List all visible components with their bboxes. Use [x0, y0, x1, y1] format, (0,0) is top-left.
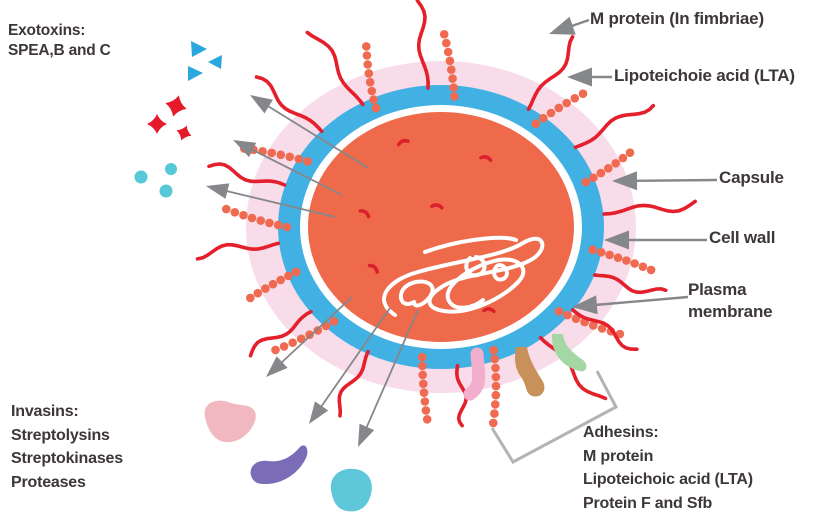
lta-chain-icon [222, 204, 292, 232]
adhesins-bracket [490, 370, 619, 464]
exotoxin-star-icons [147, 95, 192, 141]
invasins-item: Proteases [11, 473, 86, 491]
lta-chain-icon [588, 245, 656, 275]
adhesins-title: Adhesins: [583, 424, 659, 441]
lta-chain-icon [439, 30, 459, 101]
granule-icon [358, 209, 371, 219]
arrow-to-invasins [309, 307, 391, 424]
lta-chain-icon [417, 352, 432, 424]
exotoxins-subtitle: SPEA,B and C [8, 42, 111, 59]
invasins-item: Streptolysins [11, 426, 110, 444]
capsule-arrow [612, 171, 718, 191]
lta-arrow [567, 67, 612, 87]
fimbria-icon [415, 0, 430, 90]
plasma-membrane-arrow [572, 295, 689, 315]
adhesin-structures [463, 334, 587, 401]
exotoxin-star-icon [165, 95, 187, 117]
fimbria-icon [207, 162, 287, 187]
granule-icon [396, 138, 410, 147]
fimbria-icon [602, 199, 697, 216]
lta-chain-icon [271, 317, 339, 355]
lta-chain-icon [531, 89, 588, 128]
cytoplasm-granules [358, 138, 496, 314]
lta-chain-icon [581, 148, 635, 187]
fimbria-icon [571, 308, 639, 351]
lipoteichoic-acid-layer [222, 30, 656, 428]
adhesin-hook-icon [463, 347, 486, 401]
exotoxins-title: Exotoxins: [8, 22, 86, 39]
exotoxin-triangle-icon [208, 55, 222, 69]
arrow-to-exotoxins [206, 183, 336, 218]
adhesin-funnel-icon [551, 334, 587, 372]
exotoxin-star-icon [147, 114, 167, 134]
invasin-blobs [204, 400, 372, 512]
invasins-item: Streptokinases [11, 450, 123, 467]
bacterium-cell [246, 61, 636, 393]
invasins-label-block: Invasins: Streptolysins Streptokinases P… [11, 400, 123, 494]
plasma-membrane-line1: Plasma [688, 280, 747, 299]
exotoxin-granule-icon [134, 170, 148, 184]
bacterium-cytoplasm [308, 112, 574, 342]
exotoxin-triangle-icon [188, 66, 203, 81]
cell-wall-label: Cell wall [709, 228, 776, 247]
exotoxin-granule-icon [165, 163, 177, 175]
fimbria-icon [305, 30, 365, 107]
arrow-to-exotoxins [233, 140, 343, 196]
adhesins-item: Protein F and Sfb [583, 494, 713, 512]
granule-icon [479, 155, 493, 163]
arrow-to-exotoxins [250, 95, 369, 169]
granule-icon [430, 203, 444, 210]
fimbria-icon [573, 103, 656, 150]
adhesins-item: M protein [583, 447, 654, 465]
lta-chain-icon [362, 42, 381, 113]
m-protein-fimbriae-layer [195, 0, 697, 428]
capsule-label: Capsule [719, 168, 784, 187]
lta-label: Lipoteichoie acid (LTA) [614, 66, 795, 85]
fimbria-icon [538, 336, 608, 401]
exotoxin-triangle-icon [191, 41, 207, 57]
fimbria-icon [593, 273, 668, 295]
invasins-title: Invasins: [11, 403, 79, 420]
cell-wall-arrow [604, 230, 707, 250]
invasin-blob-cyan-icon [330, 468, 372, 512]
adhesin-club-icon [515, 347, 545, 397]
label-arrows [549, 16, 718, 315]
lta-chain-icon [489, 345, 501, 428]
arrow-to-invasins [266, 296, 353, 377]
pointer-arrows [206, 95, 419, 447]
plasma-membrane-line2: membrane [688, 302, 773, 321]
invasin-blob-purple-icon [250, 445, 308, 484]
exotoxin-granule-icon [159, 184, 173, 198]
exotoxin-star-icon [176, 125, 192, 141]
arrow-to-invasins [358, 309, 419, 447]
fimbria-icon [254, 75, 324, 134]
granule-icon [482, 307, 496, 314]
nucleoid-dna-icon [382, 235, 545, 317]
fimbria-icon [248, 309, 313, 358]
lta-chain-icon [246, 267, 301, 303]
granule-icon [367, 263, 379, 274]
fimbria-icon [526, 35, 575, 111]
adhesins-item: Lipoteichoic acid (LTA) [583, 471, 753, 488]
m-protein-arrow [549, 16, 590, 35]
exotoxins-label-block: Exotoxins: SPEA,B and C [8, 21, 111, 61]
fimbria-icon [337, 350, 370, 418]
plasma-membrane-label: Plasma membrane [688, 279, 773, 323]
fimbria-icon [195, 241, 281, 261]
invasin-blob-pink-icon [204, 400, 256, 443]
adhesins-label-block: Adhesins: M protein Lipoteichoic acid (L… [583, 421, 753, 515]
exotoxin-particles [134, 41, 222, 198]
m-protein-label: M protein (In fimbriae) [590, 9, 764, 28]
